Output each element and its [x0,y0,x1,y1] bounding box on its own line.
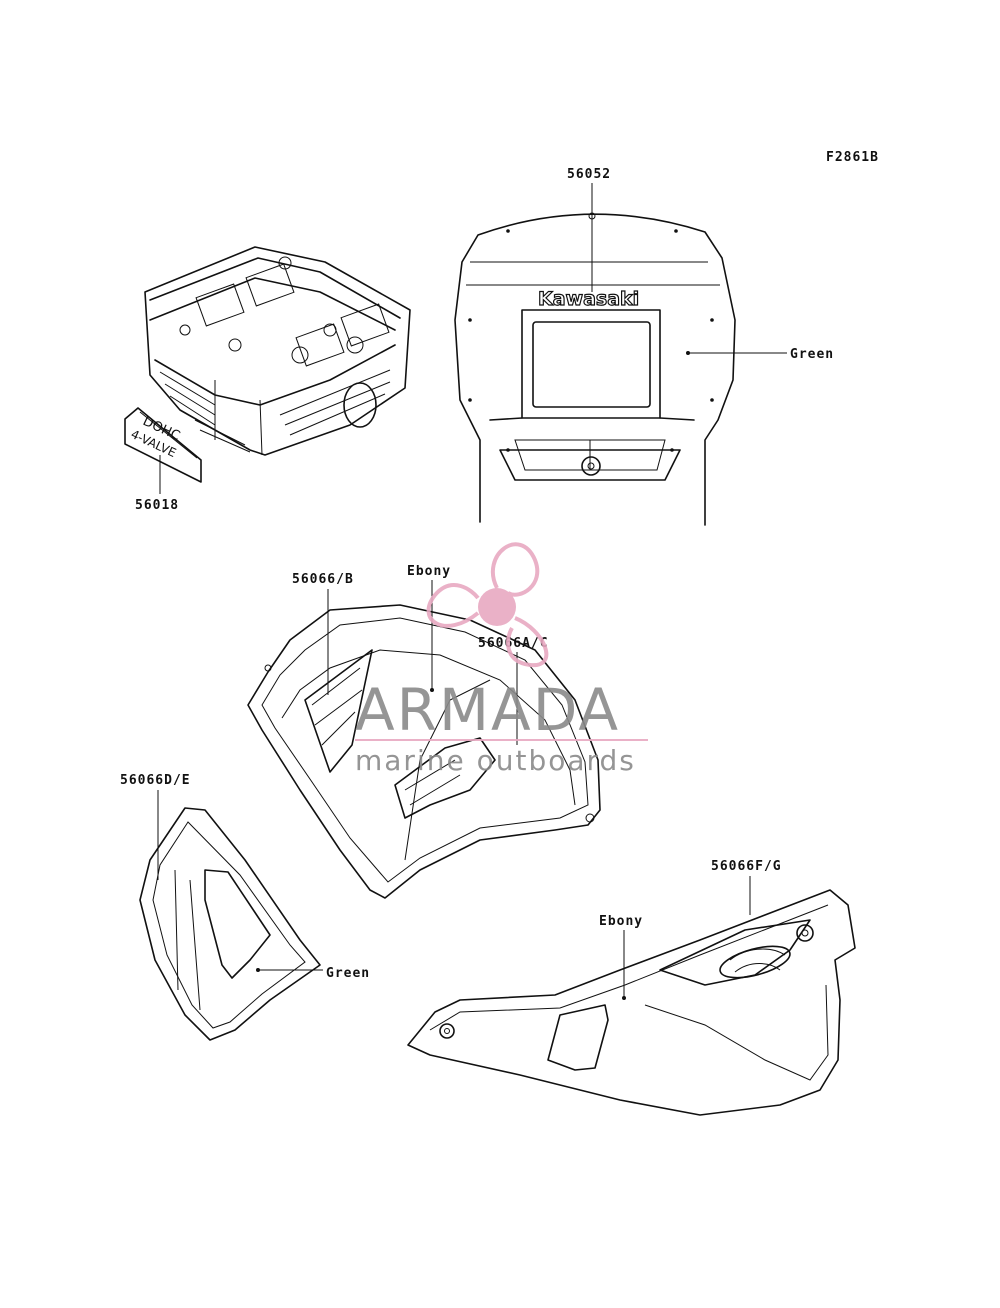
label-ebony-1: Ebony [407,564,451,579]
part-56066de: 56066D/E [120,773,191,788]
front-fairing [454,213,736,526]
tank-cover [247,604,601,899]
cylinder-head [144,246,411,456]
watermark-subtitle: marine outboards [355,744,636,777]
watermark: ARMADA marine outboards [355,542,648,777]
part-56066b: 56066/B [292,572,354,587]
part-56066fg: 56066F/G [711,859,782,874]
label-green-2: Green [326,966,370,981]
decal-kawasaki-text: Kawasaki [538,288,639,310]
part-56066ac: 56066A/C [478,636,549,651]
side-panel-rear [407,889,856,1116]
label-ebony-2: Ebony [599,914,643,929]
part-56052: 56052 [567,167,611,182]
figure-code: F2861B [826,150,879,165]
watermark-title: ARMADA [355,676,620,744]
watermark-propeller-icon [426,542,549,668]
label-green-1: Green [790,347,834,362]
dohc-decal: DOHC 4-VALVE [124,407,202,483]
part-56018: 56018 [135,498,179,513]
side-panel-left [139,807,321,1041]
